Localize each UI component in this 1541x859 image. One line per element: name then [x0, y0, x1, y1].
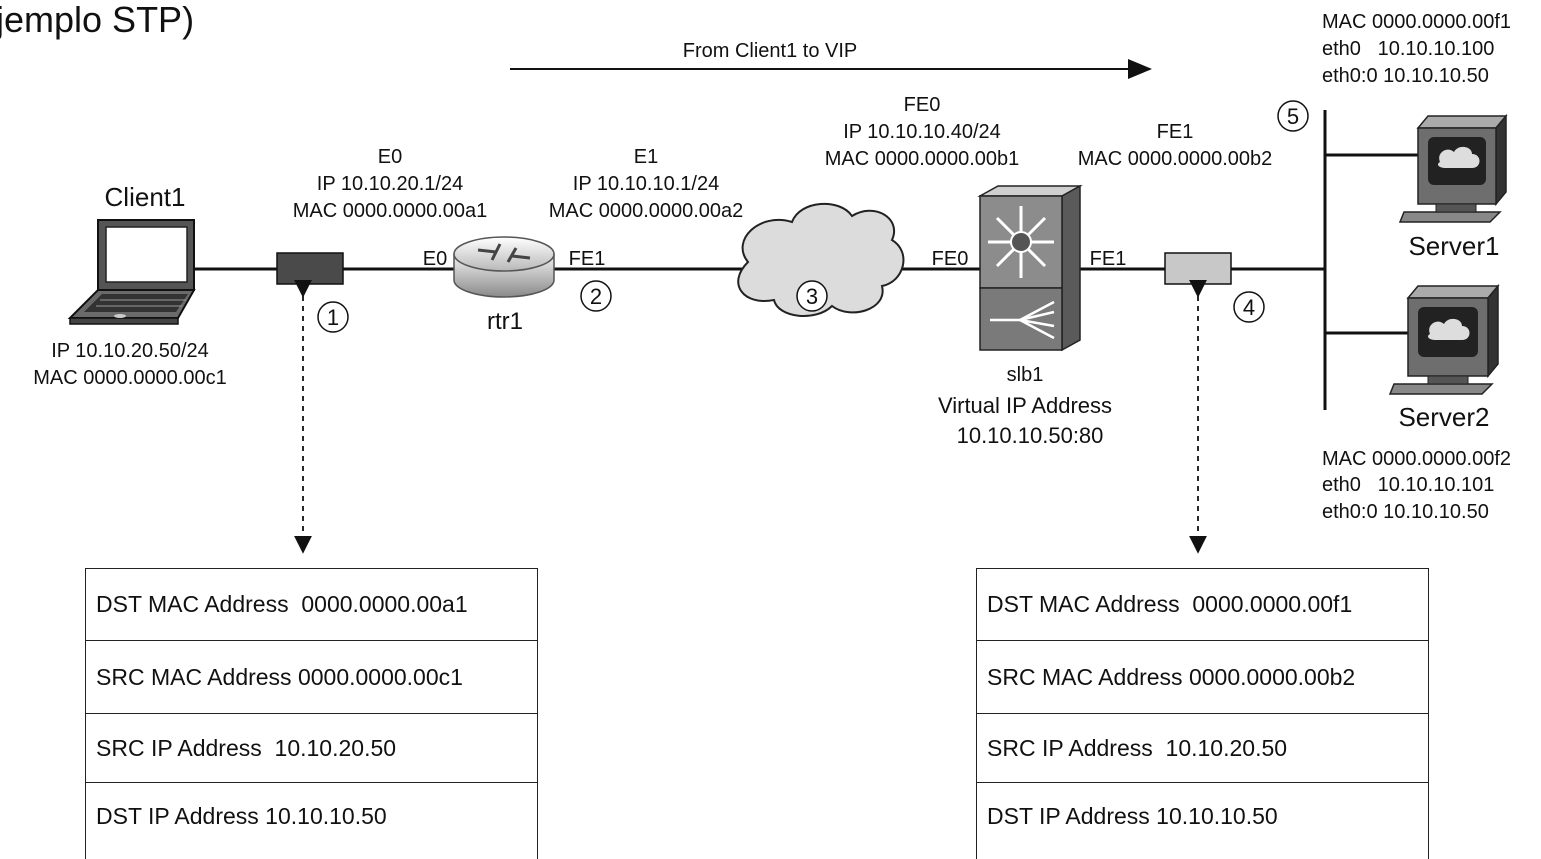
rtr1-name: rtr1 [487, 308, 523, 335]
rtr1-port-right: FE1 [568, 248, 606, 270]
packet-right-dst-mac: DST MAC Address 0000.0000.00f1 [977, 569, 1428, 641]
marker-4: 4 [1233, 291, 1265, 323]
packet-header-right: DST MAC Address 0000.0000.00f1 SRC MAC A… [976, 568, 1429, 859]
slb1-fe0-mac: MAC 0000.0000.00b1 [824, 148, 1020, 170]
marker-1: 1 [317, 301, 349, 333]
server1-eth0-alias: eth0:0 10.10.10.50 [1322, 65, 1489, 87]
server1-mac: MAC 0000.0000.00f1 [1322, 11, 1512, 33]
server2-eth0: eth0 10.10.10.101 [1322, 474, 1495, 496]
svg-text:5: 5 [1287, 104, 1299, 129]
slb1-fe1-mac: MAC 0000.0000.00b2 [1077, 148, 1273, 170]
packet-right-src-mac: SRC MAC Address 0000.0000.00b2 [977, 641, 1428, 714]
slb-switch-icon [977, 184, 1083, 352]
server1-name: Server1 [1408, 231, 1500, 261]
capture-point-4 [1164, 252, 1232, 285]
server1-eth0: eth0 10.10.10.100 [1322, 38, 1495, 60]
packet-right-dst-ip: DST IP Address 10.10.10.50 [987, 802, 1278, 829]
server2-eth0-alias: eth0:0 10.10.10.50 [1322, 501, 1489, 523]
slb1-port-left: FE0 [931, 248, 969, 270]
rtr1-e0-mac: MAC 0000.0000.00a1 [292, 200, 488, 222]
slb1-fe0-ip: IP 10.10.10.40/24 [843, 121, 1001, 143]
slb1-vip-label: Virtual IP Address [937, 393, 1113, 418]
capture-point-1 [276, 252, 344, 285]
slb1-fe0-name: FE0 [903, 94, 941, 116]
packet-header-left: DST MAC Address 0000.0000.00a1 SRC MAC A… [85, 568, 538, 859]
client1-mac: MAC 0000.0000.00c1 [33, 367, 227, 389]
svg-text:2: 2 [590, 284, 602, 309]
marker-5: 5 [1277, 100, 1309, 132]
slb1-vip: 10.10.10.50:80 [956, 423, 1104, 448]
slb1-port-right: FE1 [1089, 248, 1127, 270]
page-title: jemplo STP) [0, 0, 195, 40]
client1-ip: IP 10.10.20.50/24 [51, 340, 209, 362]
rtr1-e1-mac: MAC 0000.0000.00a2 [548, 200, 744, 222]
router-icon [453, 236, 555, 298]
laptop-icon [67, 219, 196, 325]
flow-label: From Client1 to VIP [682, 40, 858, 62]
rtr1-e1-ip: IP 10.10.10.1/24 [572, 173, 720, 195]
slb1-fe1-name: FE1 [1156, 121, 1194, 143]
slb1-name: slb1 [1006, 364, 1044, 386]
rtr1-e1-name: E1 [633, 146, 659, 168]
packet-left-src-ip: SRC IP Address 10.10.20.50 [86, 714, 537, 783]
marker-2: 2 [580, 280, 612, 312]
server2-name: Server2 [1398, 402, 1490, 432]
packet-left-dst-mac: DST MAC Address 0000.0000.00a1 [86, 569, 537, 641]
packet-left-src-mac: SRC MAC Address 0000.0000.00c1 [86, 641, 537, 714]
rtr1-port-left: E0 [422, 248, 448, 270]
client1-name: Client1 [104, 182, 186, 212]
rtr1-e0-ip: IP 10.10.20.1/24 [316, 173, 464, 195]
svg-text:1: 1 [327, 305, 339, 330]
packet-left-dst-ip: DST IP Address 10.10.10.50 [96, 802, 387, 829]
server2-icon [1388, 283, 1500, 395]
network-cloud [737, 203, 905, 318]
server1-icon [1398, 113, 1508, 223]
packet-right-src-ip: SRC IP Address 10.10.20.50 [977, 714, 1428, 783]
marker-3: 3 [796, 280, 828, 312]
server2-mac: MAC 0000.0000.00f2 [1322, 448, 1512, 470]
svg-text:3: 3 [806, 284, 818, 309]
svg-text:4: 4 [1243, 295, 1255, 320]
rtr1-e0-name: E0 [377, 146, 403, 168]
